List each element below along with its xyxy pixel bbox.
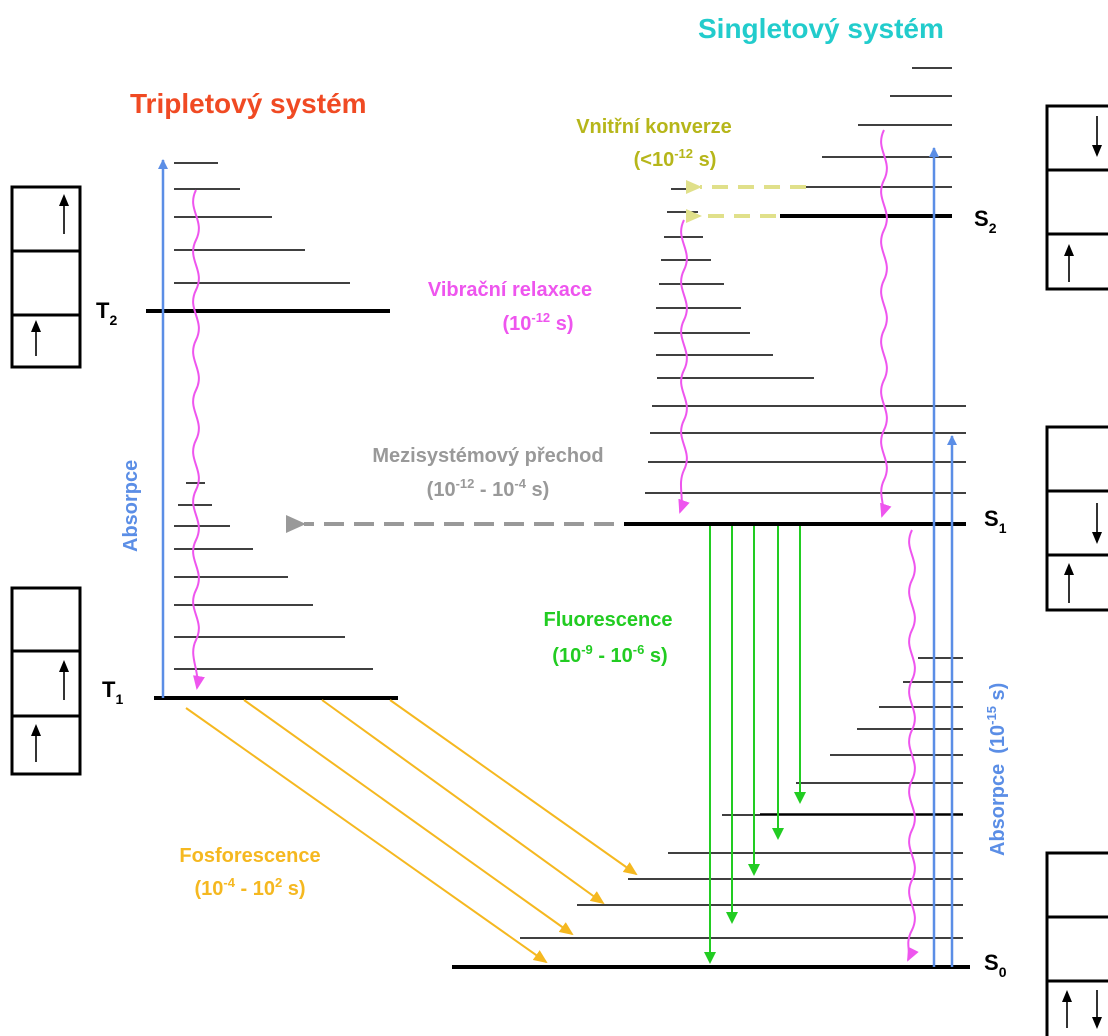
s1-electron-box — [1045, 425, 1108, 612]
singlet-title: Singletový systém — [698, 13, 944, 44]
phosphorescence-arrow — [185, 707, 548, 964]
fluorescence-arrows — [704, 526, 806, 964]
vibrational-relaxation-time: (10-12 s) — [502, 310, 573, 335]
singlet-s1-levels — [624, 188, 966, 526]
up-arrow-icon — [31, 724, 41, 762]
phosphorescence-arrow — [389, 699, 638, 876]
phosphorescence-arrow — [321, 699, 605, 905]
phosphorescence-arrows — [185, 699, 638, 964]
internal-conversion-label: Vnitřní konverze — [576, 116, 732, 138]
up-arrow-icon — [1064, 563, 1074, 603]
s0-relaxation-arrow — [907, 529, 919, 962]
triplet-relaxation-arrow — [192, 189, 205, 690]
fluorescence-time: (10-9 - 10-6 s) — [552, 642, 667, 667]
intersystem-crossing-time: (10-12 - 10-4 s) — [427, 476, 550, 501]
triplet-levels — [146, 162, 398, 700]
up-arrow-icon — [1064, 244, 1074, 282]
up-arrow-icon — [59, 660, 69, 700]
s0-electron-box — [1045, 851, 1108, 1036]
singlet-s2-levels — [780, 67, 952, 218]
s1-label: S1 — [984, 506, 1007, 536]
triplet-title: Tripletový systém — [130, 88, 367, 119]
intersystem-crossing-label: Mezisystémový přechod — [372, 445, 603, 467]
triplet-absorption-label: Absorpce — [120, 460, 142, 552]
s0-label: S0 — [984, 950, 1007, 980]
t1-label: T1 — [102, 677, 123, 707]
s2-relaxation-arrow — [880, 129, 892, 518]
t2-electron-box — [10, 185, 82, 369]
s2-electron-box — [1045, 104, 1108, 291]
s1-relaxation-arrow — [678, 219, 690, 514]
vibrational-relaxation-label: Vibrační relaxace — [428, 279, 592, 301]
down-arrow-icon — [1092, 116, 1102, 157]
fluorescence-label: Fluorescence — [544, 609, 673, 631]
singlet-absorption-label: Absorpce(10-15 s) — [984, 683, 1009, 856]
down-arrow-icon — [1092, 990, 1102, 1029]
phosphorescence-arrow — [243, 699, 574, 936]
up-arrow-icon — [31, 320, 41, 356]
phosphorescence-time: (10-4 - 102 s) — [194, 875, 305, 900]
up-arrow-icon — [59, 194, 69, 234]
up-arrow-icon — [1062, 990, 1072, 1028]
internal-conversion-time: (<10-12 s) — [634, 146, 717, 171]
down-arrow-icon — [1092, 503, 1102, 544]
s2-label: S2 — [974, 206, 997, 236]
phosphorescence-label: Fosforescence — [179, 845, 320, 867]
t1-electron-box — [10, 586, 82, 776]
t2-label: T2 — [96, 298, 117, 328]
